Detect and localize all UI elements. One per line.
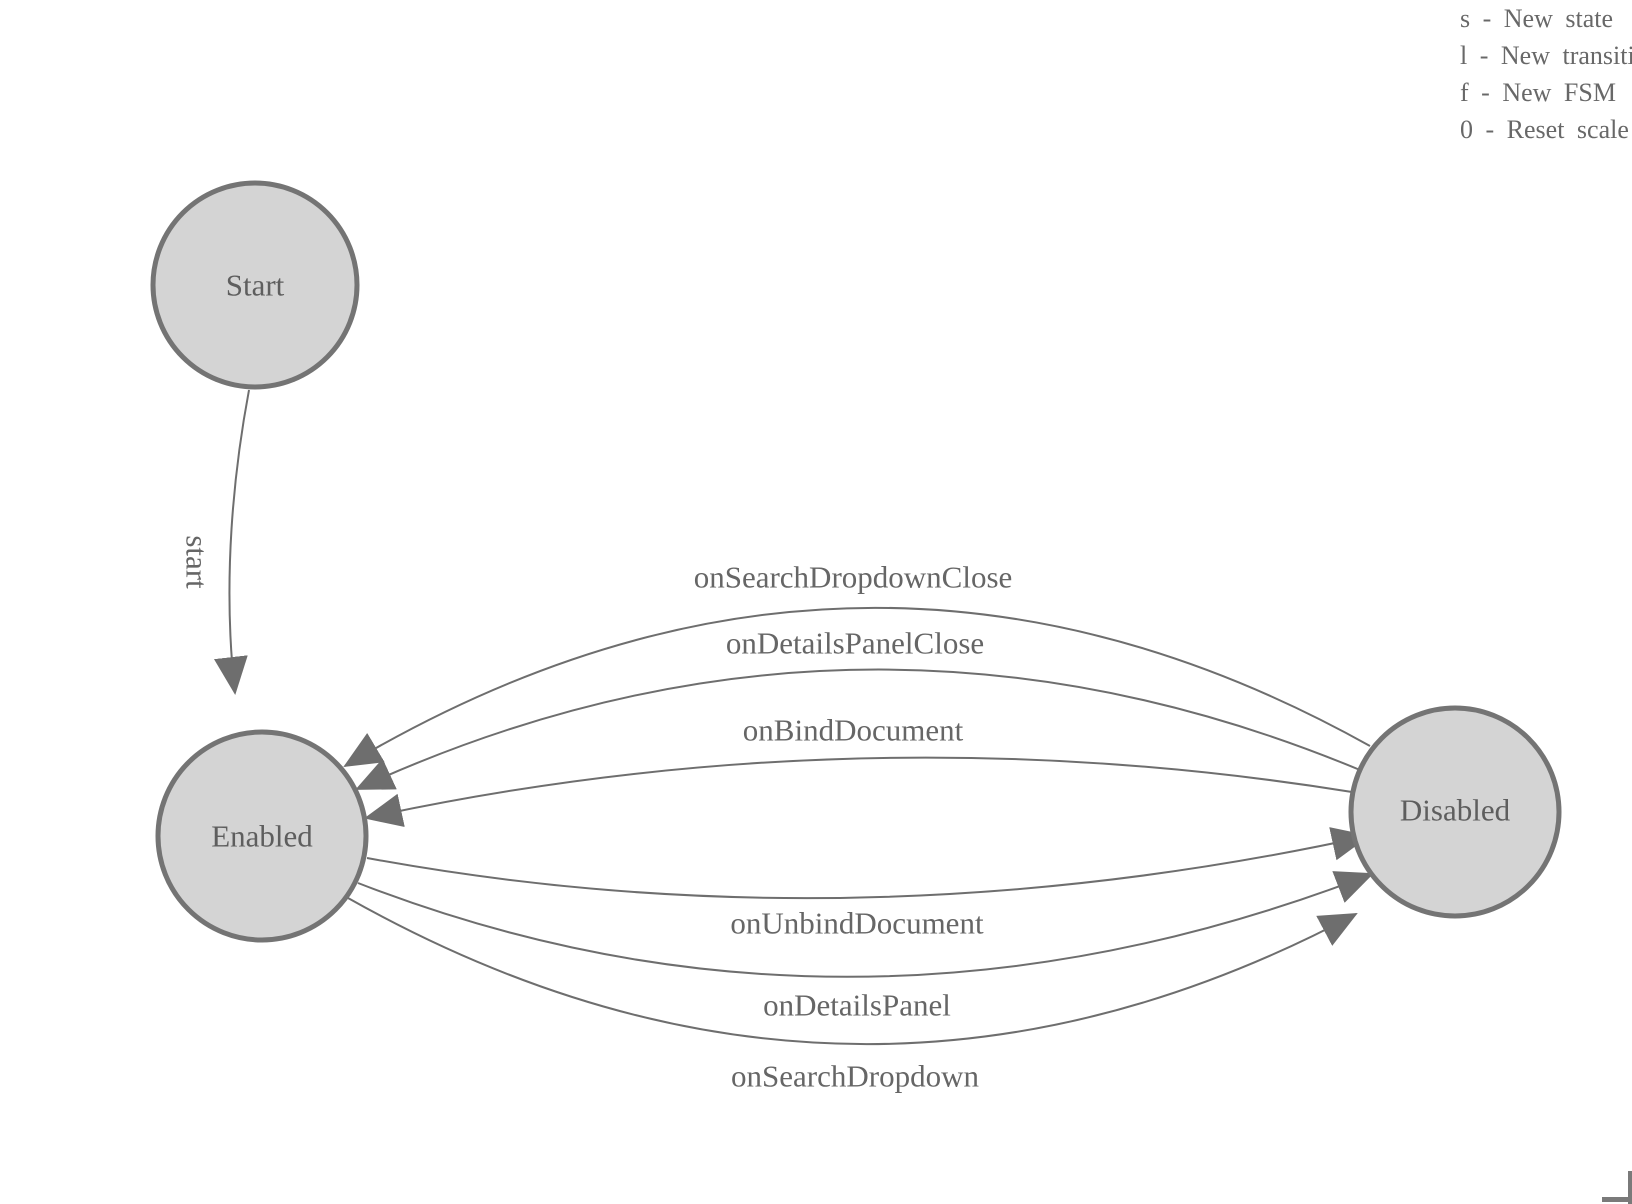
- edge-onDetailsPanel-label: onDetailsPanel: [763, 988, 951, 1023]
- state-node-disabled-circle: [1348, 705, 1562, 919]
- state-node-start[interactable]: Start: [150, 180, 360, 390]
- edge-start[interactable]: start: [180, 389, 250, 695]
- state-node-start-label: Start: [226, 268, 285, 303]
- state-node-disabled-label: Disabled: [1400, 793, 1511, 828]
- corner-bracket-horizontal: [1602, 1197, 1632, 1202]
- edge-onDetailsPanel-path: [357, 871, 1374, 978]
- edge-start-label: start: [180, 535, 215, 589]
- edge-onUnbindDocument[interactable]: onUnbindDocument: [366, 827, 1370, 941]
- edge-onDetailsPanelClose[interactable]: onDetailsPanelClose: [355, 626, 1361, 790]
- edge-onSearchDropdownClose-path: [343, 606, 1371, 768]
- edge-onSearchDropdownClose-label: onSearchDropdownClose: [694, 560, 1013, 595]
- edge-onUnbindDocument-path: [366, 827, 1370, 900]
- corner-bracket: [1602, 1171, 1632, 1204]
- hotkey-legend-line: s - New state: [1460, 4, 1614, 33]
- edge-onSearchDropdown[interactable]: onSearchDropdown: [347, 897, 1358, 1094]
- edge-start-path: [214, 389, 250, 695]
- edge-onSearchDropdown-label: onSearchDropdown: [731, 1059, 979, 1094]
- edge-onDetailsPanel[interactable]: onDetailsPanel: [357, 871, 1374, 1023]
- state-node-enabled-label: Enabled: [211, 819, 313, 854]
- edge-onSearchDropdown-path: [347, 897, 1358, 1045]
- state-node-start-circle: [150, 180, 360, 390]
- edge-onSearchDropdownClose[interactable]: onSearchDropdownClose: [343, 560, 1371, 768]
- edge-onBindDocument[interactable]: onBindDocument: [364, 713, 1353, 827]
- edge-onDetailsPanelClose-label: onDetailsPanelClose: [726, 626, 984, 661]
- edge-onDetailsPanelClose-path: [355, 668, 1361, 790]
- hotkey-legend-line: l - New transition: [1460, 41, 1632, 70]
- hotkey-legend: s - New state l - New transition f - New…: [1460, 0, 1632, 148]
- edge-onBindDocument-label: onBindDocument: [743, 713, 964, 748]
- state-node-enabled-circle: [155, 729, 369, 943]
- corner-bracket-vertical: [1628, 1171, 1632, 1204]
- hotkey-legend-line: f - New FSM: [1460, 78, 1616, 107]
- hotkey-legend-line: 0 - Reset scale: [1460, 115, 1629, 144]
- state-node-disabled[interactable]: Disabled: [1348, 705, 1562, 919]
- edge-onUnbindDocument-label: onUnbindDocument: [730, 906, 984, 941]
- edge-onBindDocument-path: [364, 756, 1353, 827]
- state-node-enabled[interactable]: Enabled: [155, 729, 369, 943]
